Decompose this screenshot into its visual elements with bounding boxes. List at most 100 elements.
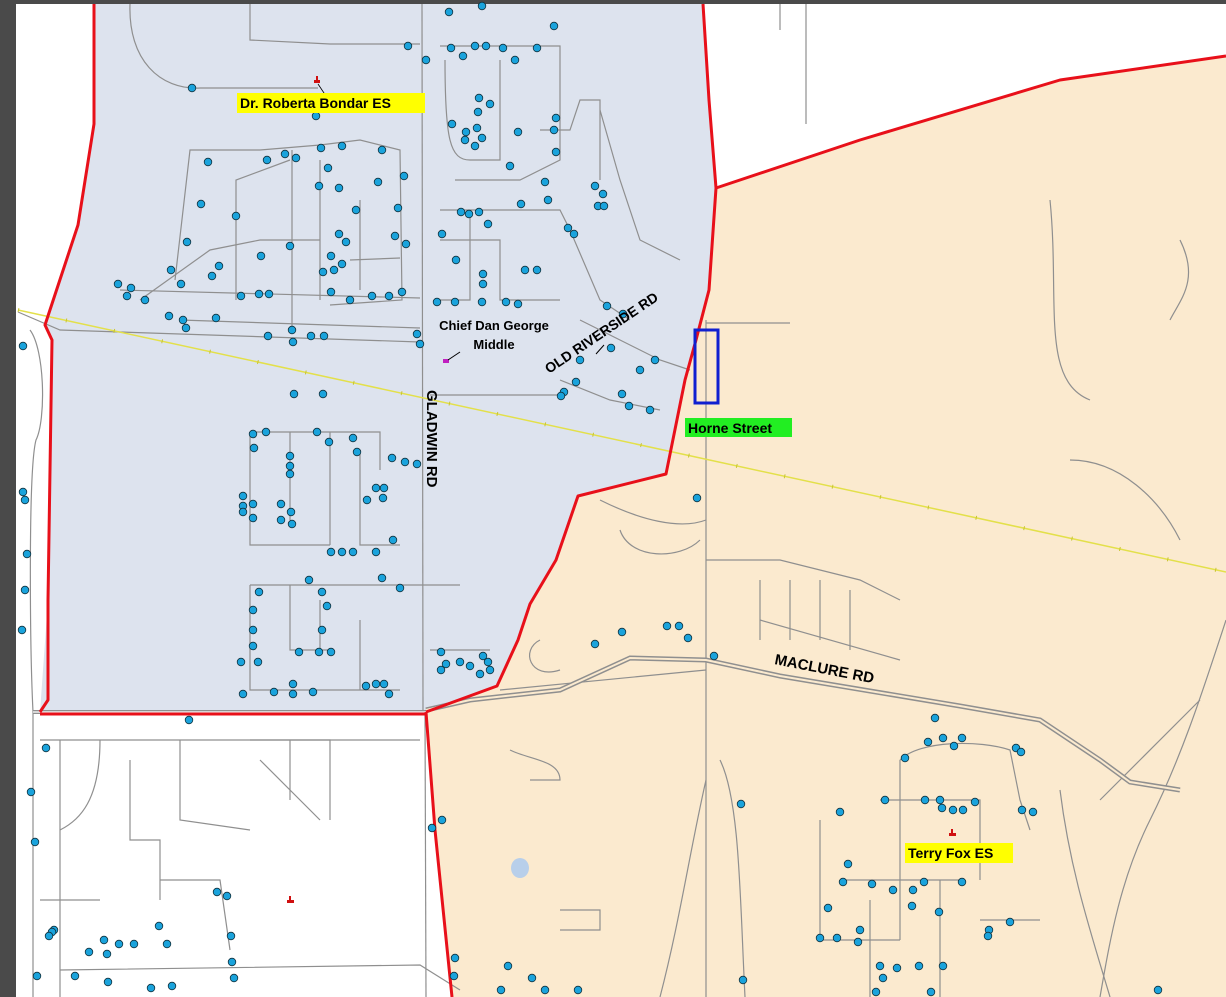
student-dot <box>167 981 177 991</box>
student-dot <box>914 961 924 971</box>
student-dot <box>393 203 403 213</box>
student-dot <box>970 797 980 807</box>
student-dot <box>958 805 968 815</box>
student-dot <box>472 123 482 133</box>
student-dot <box>473 107 483 117</box>
student-dot <box>371 483 381 493</box>
student-dot <box>317 587 327 597</box>
student-dot <box>483 219 493 229</box>
student-dot <box>318 389 328 399</box>
student-dot <box>384 291 394 301</box>
student-dot <box>481 41 491 51</box>
student-dot <box>513 127 523 137</box>
student-dot <box>461 127 471 137</box>
student-dot <box>867 879 877 889</box>
student-dot <box>285 451 295 461</box>
student-dot <box>436 665 446 675</box>
school-flag-icon <box>443 359 449 363</box>
student-dot <box>935 795 945 805</box>
student-dot <box>474 207 484 217</box>
student-dot <box>477 297 487 307</box>
student-dot <box>254 289 264 299</box>
student-dot <box>590 181 600 191</box>
student-dot <box>624 401 634 411</box>
student-dot <box>543 195 553 205</box>
student-dot <box>709 651 719 661</box>
student-dot <box>248 605 258 615</box>
student-dot <box>17 625 27 635</box>
student-dot <box>222 891 232 901</box>
student-dot <box>164 311 174 321</box>
student-dot <box>606 343 616 353</box>
student-dot <box>400 457 410 467</box>
student-dot <box>84 947 94 957</box>
horne-street-site-outline[interactable] <box>693 328 720 405</box>
student-dot <box>390 231 400 241</box>
student-dot <box>516 199 526 209</box>
student-dot <box>505 161 515 171</box>
student-dot <box>114 939 124 949</box>
student-dot <box>276 499 286 509</box>
student-dot <box>334 183 344 193</box>
student-dot <box>248 513 258 523</box>
student-dot <box>367 291 377 301</box>
student-dot <box>598 189 608 199</box>
student-dot <box>838 877 848 887</box>
student-dot <box>348 433 358 443</box>
pond <box>511 858 529 878</box>
student-dot <box>231 211 241 221</box>
student-location-dots <box>17 1 1163 997</box>
student-dot <box>1028 807 1038 817</box>
student-dot <box>337 259 347 269</box>
student-dot <box>401 239 411 249</box>
student-dot <box>146 983 156 993</box>
student-dot <box>352 447 362 457</box>
school-flag-icon <box>949 829 956 836</box>
student-dot <box>635 365 645 375</box>
student-dot <box>326 647 336 657</box>
student-dot <box>384 689 394 699</box>
student-dot <box>498 43 508 53</box>
student-dot <box>262 155 272 165</box>
student-dot <box>326 287 336 297</box>
student-dot <box>441 659 451 669</box>
student-dot <box>371 547 381 557</box>
student-dot <box>311 111 321 121</box>
student-dot <box>437 229 447 239</box>
student-dot <box>427 823 437 833</box>
student-dot <box>20 585 30 595</box>
student-dot <box>853 937 863 947</box>
student-dot <box>388 535 398 545</box>
student-dot <box>485 665 495 675</box>
student-dot <box>129 939 139 949</box>
student-dot <box>465 661 475 671</box>
student-dot <box>238 689 248 699</box>
student-dot <box>324 437 334 447</box>
student-dot <box>900 753 910 763</box>
student-dot <box>477 1 487 11</box>
student-dot <box>269 687 279 697</box>
student-dot <box>938 961 948 971</box>
student-dot <box>214 261 224 271</box>
student-dot <box>280 149 290 159</box>
student-dot <box>835 807 845 817</box>
student-dot <box>306 331 316 341</box>
student-dot <box>26 787 36 797</box>
student-dot <box>532 265 542 275</box>
student-dot <box>32 971 42 981</box>
student-dot <box>314 647 324 657</box>
student-dot <box>475 669 485 679</box>
road-label-gladwin: GLADWIN RD <box>423 390 440 488</box>
student-dot <box>957 733 967 743</box>
student-dot <box>510 55 520 65</box>
student-dot <box>540 177 550 187</box>
student-dot <box>485 99 495 109</box>
student-dot <box>285 241 295 251</box>
student-dot <box>226 931 236 941</box>
student-dot <box>377 145 387 155</box>
student-dot <box>318 267 328 277</box>
student-dot <box>875 961 885 971</box>
student-dot <box>450 297 460 307</box>
student-dot <box>162 939 172 949</box>
